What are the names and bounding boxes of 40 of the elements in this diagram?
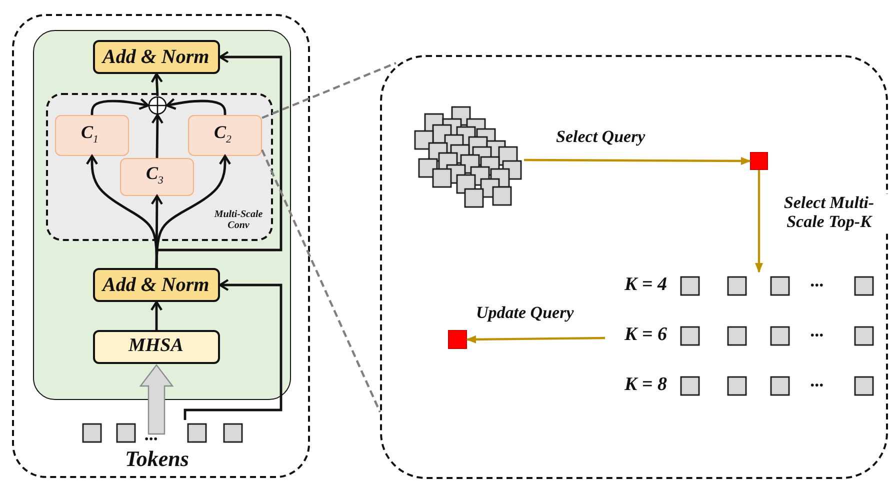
box-label: Add & Norm xyxy=(102,46,210,68)
zoom-line xyxy=(262,62,396,119)
edge-label: Update Query xyxy=(476,304,574,323)
ellipsis: ··· xyxy=(810,376,824,396)
zoom-line xyxy=(261,149,381,412)
arrow xyxy=(524,156,751,165)
box-label: C$_{2}$ xyxy=(214,122,232,146)
arrow xyxy=(150,300,163,330)
ellipsis: ··· xyxy=(810,276,824,296)
ellipsis: ··· xyxy=(810,326,824,346)
arrow xyxy=(466,335,606,344)
edge-label: Select Query xyxy=(556,128,646,147)
box-label: Add & Norm xyxy=(102,274,210,296)
module-container xyxy=(46,92,272,240)
conv-box xyxy=(120,158,194,196)
ellipsis: ... xyxy=(145,425,158,445)
query-square xyxy=(750,152,768,170)
conv-box xyxy=(188,114,262,156)
box-label: C$_{3}$ xyxy=(146,164,164,188)
k-value-label: K = 6 xyxy=(624,325,667,346)
box-label: MHSA xyxy=(128,336,184,357)
query-square xyxy=(448,330,467,349)
process-box xyxy=(92,330,220,364)
arrow xyxy=(151,114,164,158)
k-value-label: K = 4 xyxy=(624,275,667,296)
sequence-label: Tokens xyxy=(125,447,189,472)
process-box xyxy=(92,40,220,74)
box-label: C$_{1}$ xyxy=(81,122,98,146)
dashed-frame xyxy=(12,14,310,478)
conv-box xyxy=(54,114,128,156)
module-label: Multi-Scale Conv xyxy=(213,208,264,230)
detail-panel xyxy=(380,55,888,479)
encoder-block xyxy=(33,30,291,400)
arrow xyxy=(155,50,282,268)
process-box xyxy=(92,268,220,302)
arrow xyxy=(150,72,163,96)
arrow xyxy=(184,278,282,420)
k-value-label: K = 8 xyxy=(624,375,667,396)
arrow xyxy=(755,170,763,273)
block-arrow xyxy=(139,364,174,435)
